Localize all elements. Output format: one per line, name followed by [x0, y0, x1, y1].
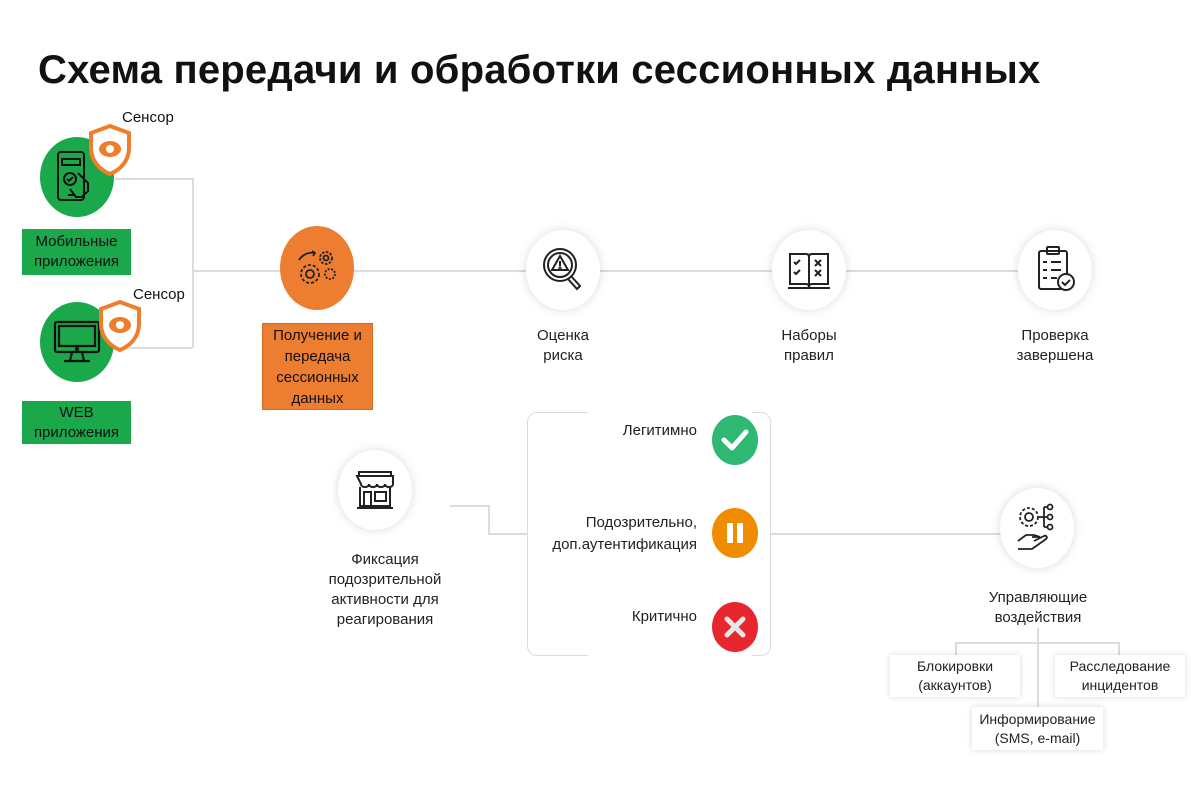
risk-assessment-node [526, 230, 600, 310]
control-actions-label: Управляющие воздействия [968, 588, 1108, 628]
clipboard-check-icon [1038, 246, 1075, 291]
results-bracket-right [752, 412, 771, 656]
result-critical-label: Критично [632, 606, 697, 628]
label-line: активности для [331, 591, 439, 608]
result-legitimate-label: Легитимно [623, 420, 697, 442]
result-suspicious-label: Подозрительно, доп.аутентификация [552, 512, 697, 556]
main-flow-line [192, 270, 1092, 272]
connector [115, 178, 192, 180]
connector [450, 505, 488, 507]
label-line: завершена [1016, 347, 1094, 364]
sensor-label: Сенсор [133, 286, 185, 303]
rulebook-icon [788, 253, 830, 289]
action-notify: Информирование (SMS, e-mail) [972, 707, 1103, 750]
mobile-app-label: Мобильные приложения [22, 229, 131, 275]
connector [130, 347, 192, 349]
label-line: Блокировки [916, 658, 994, 674]
control-actions-node [1000, 488, 1074, 568]
label-line: риска [543, 347, 583, 364]
fixation-node [338, 450, 412, 530]
label-line: (аккаунтов) [918, 677, 992, 693]
label-line: WEB [59, 403, 94, 421]
connector [1118, 642, 1120, 656]
data-collection-node [280, 226, 354, 310]
magnifier-warning-icon [543, 248, 582, 291]
label-line: Получение и [273, 326, 362, 344]
connector [1037, 628, 1039, 708]
store-icon [355, 471, 394, 509]
connector [955, 642, 957, 656]
check-completed-label: Проверка завершена [995, 326, 1115, 366]
page-title: Схема передачи и обработки сессионных да… [38, 48, 1041, 92]
label-line: передача [284, 347, 351, 365]
label-line: воздействия [994, 609, 1082, 626]
connector [488, 505, 490, 533]
label-line: Мобильные [35, 233, 118, 250]
label-line: Фиксация [351, 551, 419, 568]
fixation-label: Фиксация подозрительной активности для р… [310, 550, 460, 630]
label-line: Подозрительно, [585, 514, 697, 531]
connector [192, 178, 194, 348]
sensor-shield-icon [88, 123, 132, 181]
label-line: Наборы [781, 327, 837, 344]
cross-icon [724, 616, 746, 638]
risk-assessment-label: Оценка риска [503, 326, 623, 366]
label-line: подозрительной [328, 571, 442, 588]
action-block-accounts: Блокировки (аккаунтов) [890, 655, 1020, 697]
label-line: Проверка [1021, 327, 1089, 344]
check-completed-node [1018, 230, 1092, 310]
results-bracket-left [527, 412, 588, 656]
data-collection-label: Получение и передача сессионных данных [262, 323, 373, 410]
connector [488, 533, 528, 535]
sensor-shield-icon [98, 299, 142, 357]
result-legitimate-badge [712, 415, 758, 465]
monitor-icon [53, 320, 101, 363]
connector [955, 642, 1119, 644]
label-line: Оценка [537, 327, 589, 344]
label-line: Расследование [1069, 658, 1171, 674]
label-line: сессионных [276, 368, 359, 386]
label-line: доп.аутентификация [552, 536, 697, 553]
label-line: приложения [33, 253, 120, 270]
label-line: инцидентов [1081, 677, 1159, 693]
result-critical-badge [712, 602, 758, 652]
web-app-label: WEB приложения [22, 401, 131, 444]
rule-sets-node [772, 230, 846, 310]
action-investigate-incidents: Расследование инцидентов [1055, 655, 1185, 697]
sensor-label: Сенсор [122, 109, 174, 126]
pause-icon [727, 523, 743, 543]
rule-sets-label: Наборы правил [749, 326, 869, 366]
label-line: данных [291, 389, 344, 407]
label-line: Легитимно [622, 422, 697, 439]
label-line: Информирование [979, 710, 1096, 727]
result-suspicious-badge [712, 508, 758, 558]
label-line: Критично [631, 608, 697, 625]
check-icon [721, 429, 749, 451]
smartphone-touch-icon [57, 151, 89, 201]
label-line: правил [784, 347, 834, 364]
gear-hand-icon [1017, 503, 1054, 550]
connector [770, 533, 1002, 535]
gears-icon [298, 250, 336, 284]
label-line: приложения [33, 423, 120, 441]
label-line: Управляющие [988, 589, 1088, 606]
label-line: (SMS, e-mail) [994, 729, 1081, 746]
label-line: реагирования [336, 611, 434, 628]
